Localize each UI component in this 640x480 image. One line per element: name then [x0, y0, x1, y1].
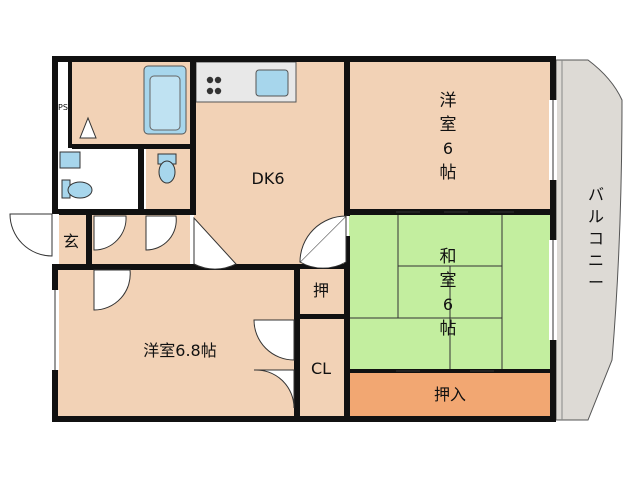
room-label-small-storage: 押 [313, 281, 329, 300]
small-storage-floor [298, 268, 346, 314]
room-label-ps: PS [58, 103, 68, 112]
room-label-western-top-2: 室 [440, 115, 457, 135]
balcony-char-3: コ [588, 229, 604, 248]
bathtub-inner [149, 75, 181, 131]
room-label-dk: DK6 [252, 169, 285, 188]
tatami-lines [349, 214, 503, 370]
washbasin [79, 116, 97, 139]
western-room-top-floor [349, 62, 553, 210]
room-label-closet: CL [311, 359, 331, 378]
room-label-washitsu-3: 6 [443, 295, 453, 314]
room-label-washitsu-2: 室 [440, 271, 457, 291]
room-label-western-left: 洋室6.8帖 [143, 341, 216, 360]
balcony [555, 59, 623, 421]
toilet-fixture [59, 151, 93, 199]
closet-floor [298, 318, 346, 416]
doors [9, 213, 347, 409]
kitchen-sink [255, 69, 289, 97]
room-label-washitsu-4: 帖 [440, 319, 457, 339]
room-label-washitsu-1: 和 [440, 247, 457, 267]
sliding-door-marks [396, 211, 514, 372]
oshiire-floor [349, 372, 553, 416]
room-label-western-top-3: 6 [443, 139, 453, 158]
windows [51, 100, 557, 370]
room-label-oshiire: 押入 [434, 385, 466, 404]
balcony-label: バ ル コ ニ ー [588, 185, 604, 292]
kitchen-counter [195, 61, 297, 103]
balcony-char-4: ニ [588, 251, 604, 270]
balcony-char-5: ー [588, 273, 604, 292]
room-label-entrance: 玄 [63, 232, 79, 251]
washitsu-floor [349, 214, 553, 370]
room-label-western-top-1: 洋 [440, 91, 457, 111]
entrance-floor [56, 214, 88, 264]
balcony-char-1: バ [588, 185, 604, 204]
balcony-char-2: ル [588, 207, 604, 226]
toilet-fixture-small-room [157, 153, 177, 184]
room-label-western-top-4: 帖 [440, 163, 457, 183]
